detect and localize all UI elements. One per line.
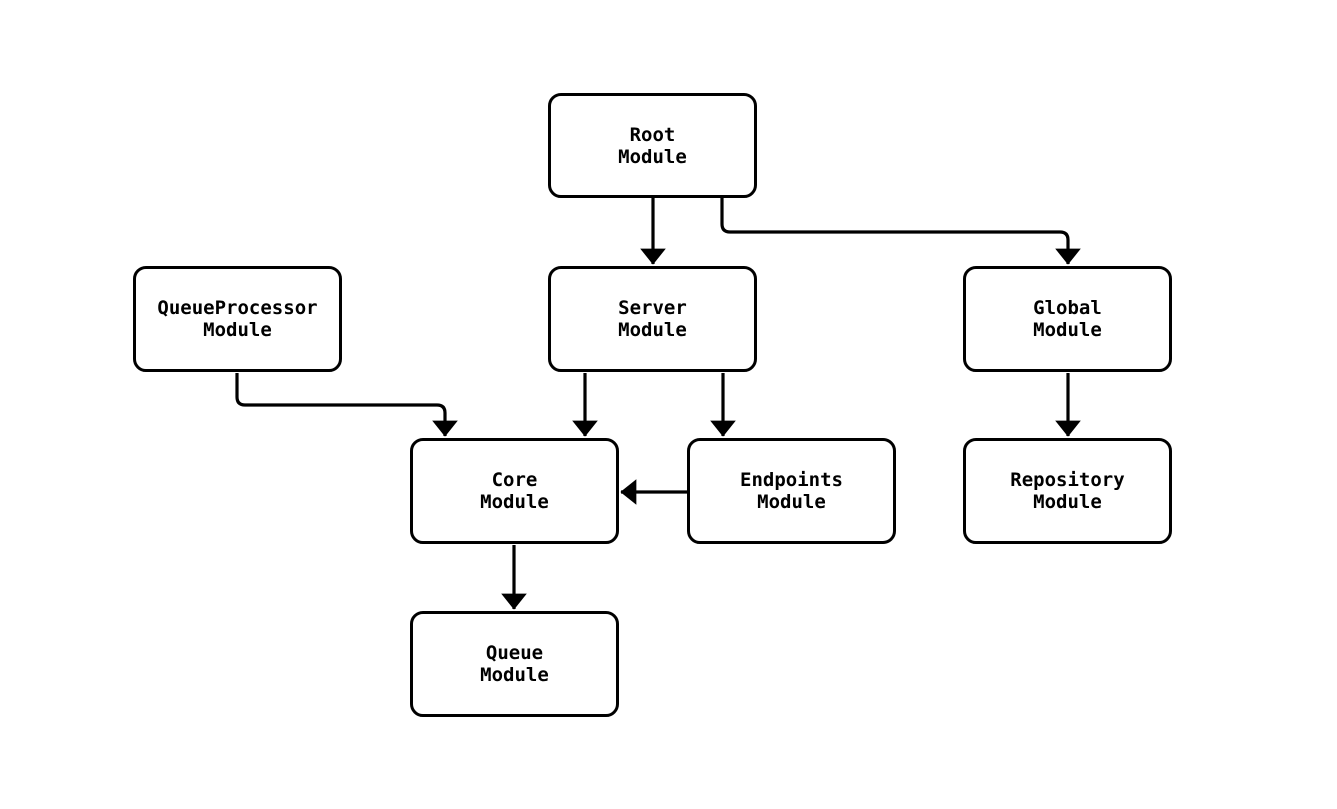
- node-server-module: Server Module: [548, 266, 757, 372]
- node-queue-module: Queue Module: [410, 611, 619, 717]
- node-endpoints-module: Endpoints Module: [687, 438, 896, 544]
- node-core-module: Core Module: [410, 438, 619, 544]
- node-queueprocessor-module: QueueProcessor Module: [133, 266, 342, 372]
- node-global-module: Global Module: [963, 266, 1172, 372]
- node-root-module: Root Module: [548, 93, 757, 198]
- node-repository-module: Repository Module: [963, 438, 1172, 544]
- edge-root-to-global: [720, 198, 1081, 265]
- edge-queueprocessor-to-core: [235, 373, 458, 437]
